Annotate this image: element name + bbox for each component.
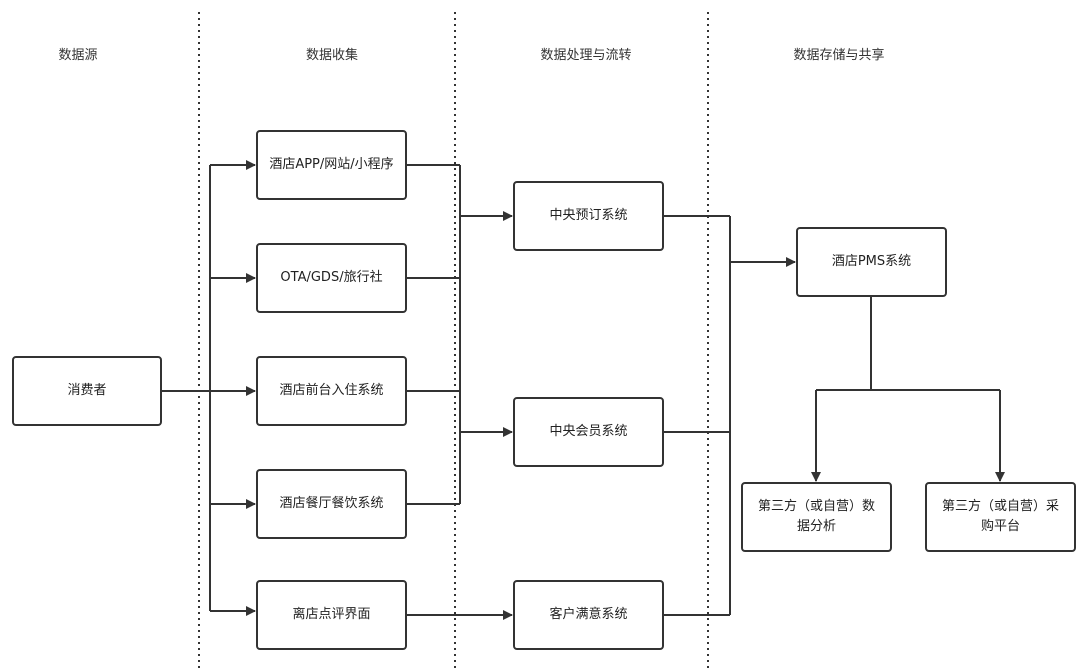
node-restaurant[interactable]: 酒店餐厅餐饮系统 <box>256 469 407 539</box>
column-separators <box>198 12 709 671</box>
node-ota[interactable]: OTA/GDS/旅行社 <box>256 243 407 313</box>
node-third-analysis[interactable]: 第三方（或自营）数据分析 <box>741 482 892 552</box>
node-pms[interactable]: 酒店PMS系统 <box>796 227 947 297</box>
column-header-store: 数据存储与共享 <box>793 48 885 63</box>
node-third-purchase[interactable]: 第三方（或自营）采购平台 <box>925 482 1076 552</box>
node-member[interactable]: 中央会员系统 <box>513 397 664 467</box>
node-restaurant-label: 酒店餐厅餐饮系统 <box>279 496 384 511</box>
node-member-label: 中央会员系统 <box>549 424 628 439</box>
node-ota-label: OTA/GDS/旅行社 <box>280 270 383 285</box>
node-review[interactable]: 离店点评界面 <box>256 580 407 650</box>
column-header-collect: 数据收集 <box>305 48 358 63</box>
column-header-process: 数据处理与流转 <box>540 48 632 63</box>
node-consumer[interactable]: 消费者 <box>12 356 162 426</box>
node-satisfaction-label: 客户满意系统 <box>549 607 628 622</box>
node-hotel-app[interactable]: 酒店APP/网站/小程序 <box>256 130 407 200</box>
column-header-source: 数据源 <box>58 48 98 63</box>
node-consumer-label: 消费者 <box>67 383 107 398</box>
node-hotel-app-label: 酒店APP/网站/小程序 <box>269 157 394 172</box>
node-third-purchase-label: 第三方（或自营）采购平台 <box>941 499 1059 534</box>
node-crs[interactable]: 中央预订系统 <box>513 181 664 251</box>
node-crs-label: 中央预订系统 <box>549 208 628 223</box>
node-front-desk[interactable]: 酒店前台入住系统 <box>256 356 407 426</box>
node-front-desk-label: 酒店前台入住系统 <box>279 383 384 398</box>
node-satisfaction[interactable]: 客户满意系统 <box>513 580 664 650</box>
node-pms-label: 酒店PMS系统 <box>831 254 912 269</box>
node-review-label: 离店点评界面 <box>292 607 371 622</box>
node-third-analysis-label: 第三方（或自营）数据分析 <box>757 499 875 534</box>
